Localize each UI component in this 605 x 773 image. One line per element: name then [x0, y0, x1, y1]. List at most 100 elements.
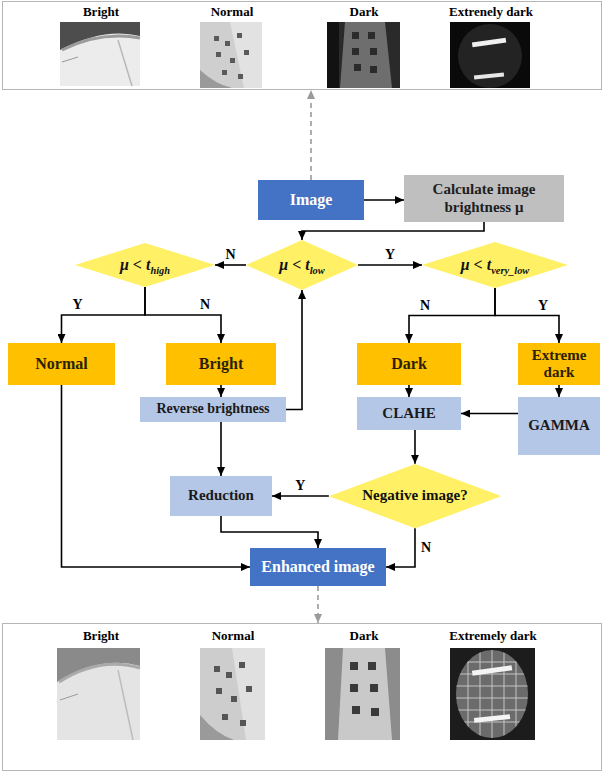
- photo-edge: [62, 36, 140, 50]
- condition-text: μ < t: [461, 256, 491, 273]
- photo-ground: [450, 648, 535, 740]
- image-panel: BrightNormalDarkExtrenely dark: [2, 1, 602, 90]
- flow-arrow: [409, 288, 495, 343]
- photo-bar: [472, 38, 506, 48]
- photo-mark: [214, 666, 220, 672]
- category-box: Extreme dark: [518, 343, 600, 385]
- flow-arrow: [408, 385, 410, 397]
- photo-edge: [62, 57, 78, 62]
- process-box: Reduction: [170, 476, 272, 516]
- photo-mark: [231, 696, 237, 702]
- photo-mark: [216, 688, 222, 694]
- edge-label: N: [198, 297, 212, 312]
- decision-diamond: Negative image?: [329, 464, 501, 528]
- flow-arrow: [414, 430, 416, 464]
- dashed-arrow: [317, 586, 319, 623]
- condition-subscript: very_low: [491, 265, 529, 276]
- panel-label: Dark: [350, 629, 379, 644]
- flow-arrow: [364, 199, 404, 201]
- extremely-dark-photo: [450, 22, 530, 88]
- photo-mark: [352, 706, 360, 714]
- photo-ground: [200, 648, 265, 740]
- bright-enhanced-photo: [57, 648, 140, 740]
- photo-ground: [327, 22, 400, 88]
- panel-label: Extrenely dark: [449, 5, 533, 20]
- flow-arrow: [272, 495, 329, 497]
- photo-mark: [368, 662, 376, 670]
- decision-diamond: μ < thigh: [75, 243, 215, 287]
- node-label: μ < tvery_low: [461, 256, 530, 274]
- photo-mark: [350, 684, 358, 692]
- flow-arrow: [558, 385, 560, 397]
- category-box: Bright: [166, 343, 276, 385]
- photo-mark: [244, 50, 249, 55]
- photo-mark: [370, 684, 378, 692]
- dark-photo: [327, 22, 400, 88]
- photo-mark: [226, 672, 232, 678]
- flow-arrow: [461, 413, 518, 415]
- flow-arrow: [215, 264, 246, 266]
- photo-ceiling: [57, 648, 140, 682]
- photo-ground: [57, 648, 140, 740]
- photo-edge: [60, 694, 78, 700]
- node-label: Extreme dark: [523, 347, 595, 382]
- photo-mark: [238, 74, 243, 79]
- photo-mark: [230, 58, 235, 63]
- photo-mark: [370, 66, 377, 73]
- process-box: Reverse brightness: [140, 397, 286, 422]
- photo-shadow: [327, 22, 339, 88]
- photo-edge: [118, 670, 133, 740]
- node-label: Normal: [35, 355, 87, 373]
- connector-group: [62, 90, 560, 623]
- photo-mark: [240, 720, 246, 726]
- photo-mark: [368, 32, 375, 39]
- dashed-arrow: [310, 90, 312, 180]
- flow-arrow: [220, 385, 222, 397]
- node-label: Dark: [391, 355, 427, 373]
- node-label: μ < thigh: [120, 256, 170, 274]
- node-label: Bright: [199, 355, 243, 373]
- node-label: Calculate image brightness μ: [409, 181, 559, 216]
- photo-shadow: [200, 715, 234, 740]
- photo-mark: [214, 36, 219, 41]
- edge-label: Y: [536, 298, 550, 313]
- condition-text: μ < t: [279, 256, 309, 273]
- photo-ground: [200, 22, 262, 88]
- photo-mark: [371, 708, 379, 716]
- image-panel: BrightNormalDarkExtremely dark: [2, 623, 602, 771]
- flow-arrow: [145, 287, 221, 343]
- photo-mark: [225, 41, 230, 46]
- panel-label: Normal: [211, 5, 254, 20]
- category-box: Dark: [357, 343, 461, 385]
- photo-mark: [246, 686, 252, 692]
- photo-grid: [450, 648, 535, 740]
- node-label: Image: [290, 191, 333, 209]
- photo-mark: [350, 662, 358, 670]
- photo-marks: [214, 662, 252, 726]
- diamond-fill: [422, 242, 568, 288]
- photo-marks: [214, 33, 249, 79]
- photo-ceiling: [60, 22, 140, 50]
- io-box: Enhanced image: [250, 548, 386, 586]
- flow-arrow: [286, 290, 302, 410]
- photo-wall: [338, 648, 392, 740]
- flow-arrow: [220, 422, 222, 476]
- condition-subscript: low: [310, 265, 325, 276]
- photo-mark: [354, 64, 361, 71]
- photo-bar: [472, 665, 512, 676]
- photo-wall: [340, 22, 392, 88]
- photo-edge: [118, 40, 132, 86]
- photo-edge: [59, 664, 140, 682]
- edge-label: N: [223, 247, 237, 262]
- edge-label: Y: [383, 247, 397, 262]
- photo-mark: [222, 714, 228, 720]
- photo-mark: [237, 33, 242, 38]
- process-box: CLAHE: [357, 397, 461, 430]
- io-box: Image: [258, 180, 364, 220]
- photo-mark: [352, 32, 359, 39]
- node-label: Reverse brightness: [156, 401, 269, 417]
- photo-mark: [239, 662, 245, 668]
- diamond-fill: [329, 464, 501, 528]
- flow-arrow: [62, 287, 146, 343]
